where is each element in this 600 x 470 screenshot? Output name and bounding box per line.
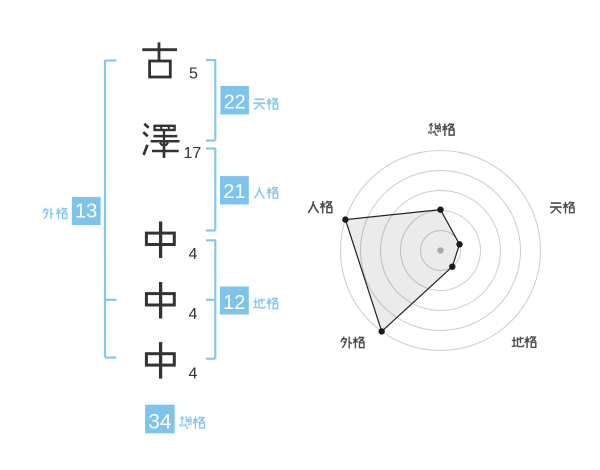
svg-text:22: 22 bbox=[224, 91, 246, 113]
svg-text:21: 21 bbox=[223, 181, 245, 203]
svg-text:5: 5 bbox=[189, 65, 198, 82]
svg-text:12: 12 bbox=[223, 292, 245, 314]
svg-text:13: 13 bbox=[75, 201, 97, 223]
svg-text:34: 34 bbox=[148, 411, 172, 434]
svg-text:4: 4 bbox=[189, 246, 198, 263]
svg-text:17: 17 bbox=[184, 145, 202, 162]
svg-text:4: 4 bbox=[189, 366, 198, 383]
svg-text:4: 4 bbox=[189, 306, 198, 323]
